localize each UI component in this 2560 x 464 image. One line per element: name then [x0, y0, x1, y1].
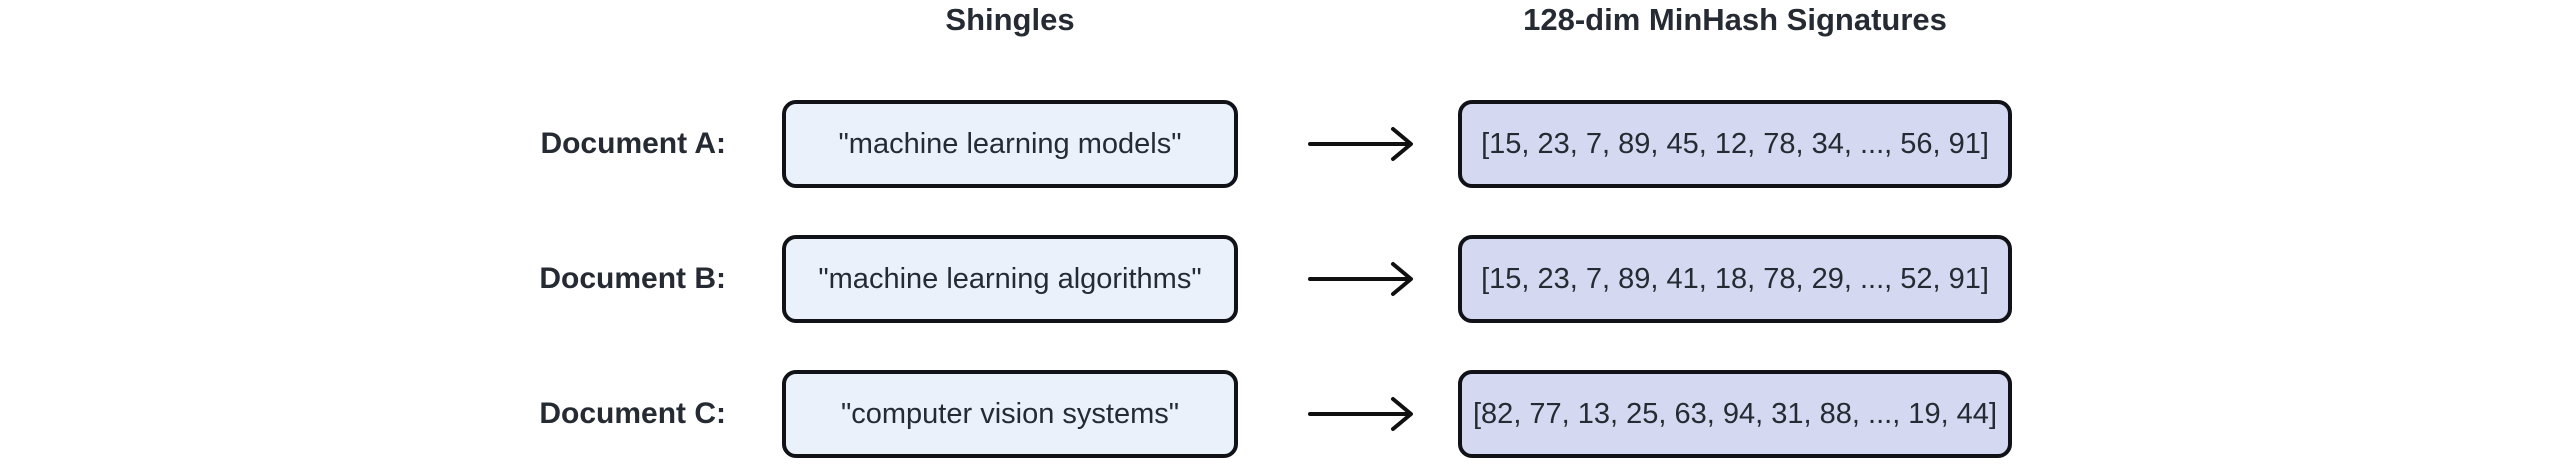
column-header-minhash-signatures: 128-dim MinHash Signatures [1523, 2, 1947, 37]
document-a-signature-box: [15, 23, 7, 89, 45, 12, 78, 34, ..., 56,… [1458, 100, 2012, 188]
document-c-signature-box: [82, 77, 13, 25, 63, 94, 31, 88, ..., 19… [1458, 370, 2012, 458]
document-b-signature-box: [15, 23, 7, 89, 41, 18, 78, 29, ..., 52,… [1458, 235, 2012, 323]
right-arrow-icon [1308, 397, 1413, 431]
document-b-shingle-text: "machine learning algorithms" [818, 262, 1202, 295]
document-a-shingle-box: "machine learning models" [782, 100, 1238, 188]
document-c-shingle-box: "computer vision systems" [782, 370, 1238, 458]
right-arrow-icon [1308, 262, 1413, 296]
right-arrow-icon [1308, 127, 1413, 161]
column-header-shingles: Shingles [945, 2, 1075, 37]
document-row-c: Document C: "computer vision systems" [8… [0, 370, 2560, 458]
document-a-label: Document A: [540, 127, 726, 160]
document-c-signature-text: [82, 77, 13, 25, 63, 94, 31, 88, ..., 19… [1473, 397, 1997, 430]
document-c-shingle-text: "computer vision systems" [840, 397, 1180, 430]
document-row-a: Document A: "machine learning models" [1… [0, 100, 2560, 188]
document-b-shingle-box: "machine learning algorithms" [782, 235, 1238, 323]
document-a-shingle-text: "machine learning models" [838, 127, 1182, 160]
document-b-label: Document B: [539, 262, 726, 295]
document-row-b: Document B: "machine learning algorithms… [0, 235, 2560, 323]
document-a-signature-text: [15, 23, 7, 89, 45, 12, 78, 34, ..., 56,… [1481, 127, 1989, 160]
document-c-label: Document C: [539, 397, 726, 430]
document-b-signature-text: [15, 23, 7, 89, 41, 18, 78, 29, ..., 52,… [1481, 262, 1989, 295]
